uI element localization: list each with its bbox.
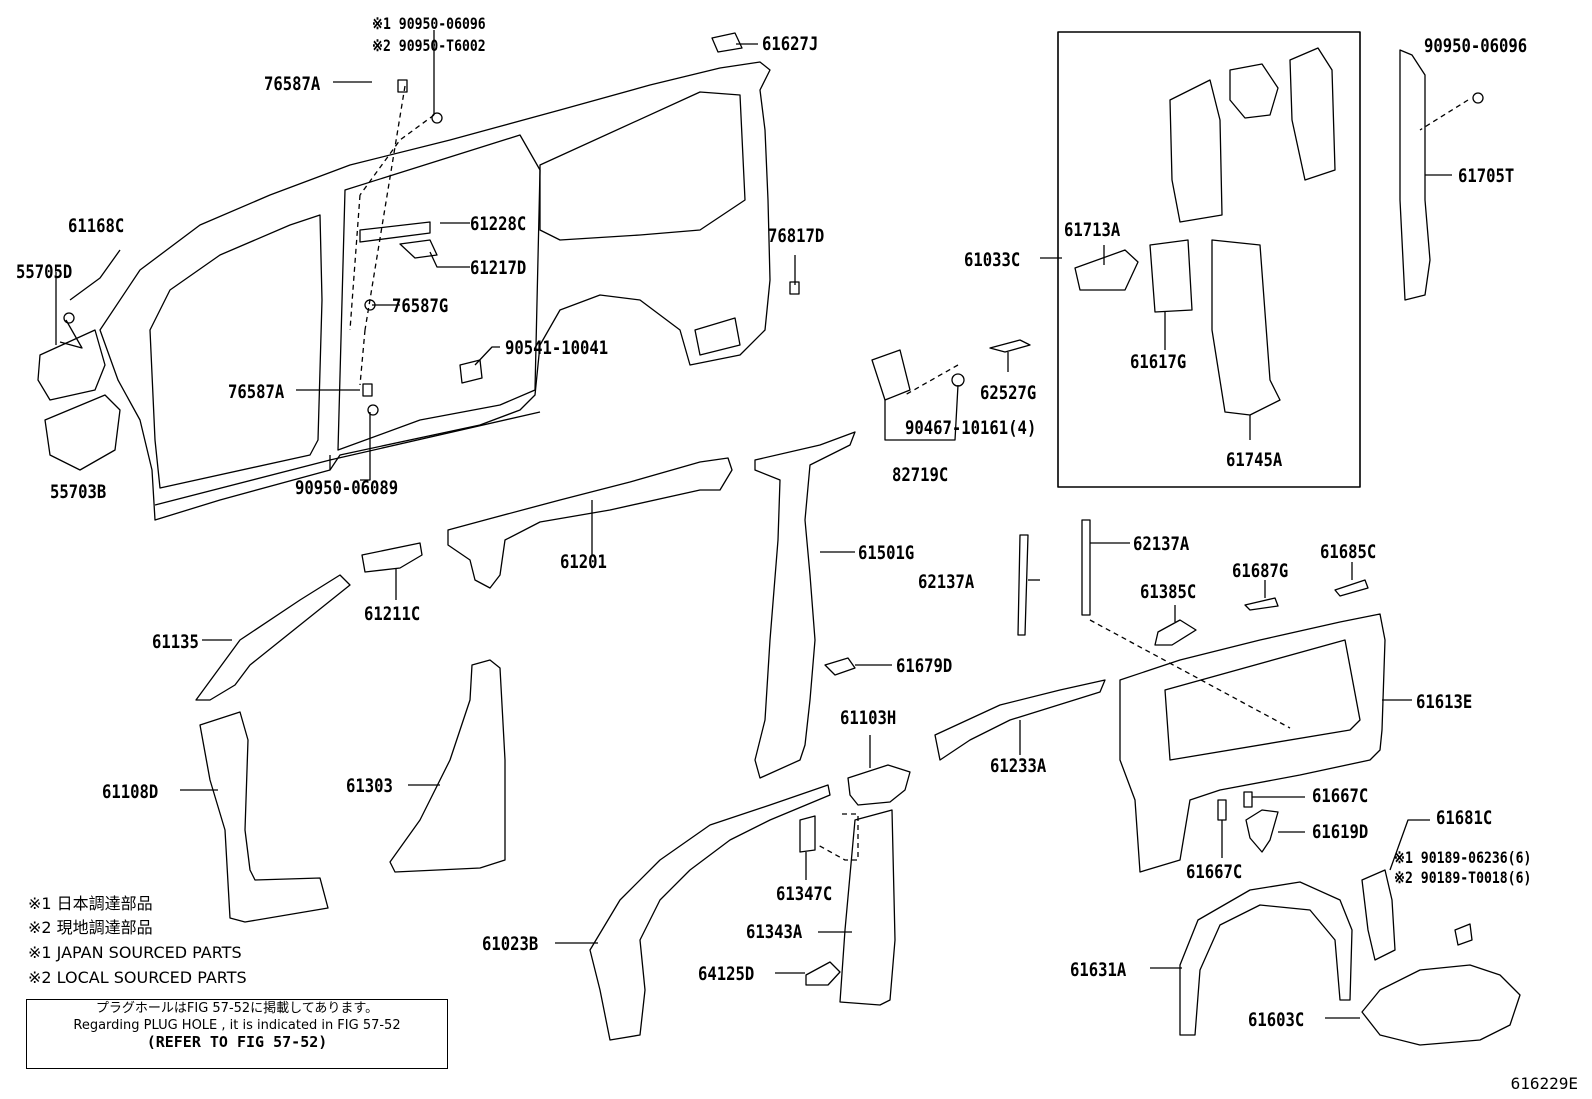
part-label: 61613E [1416, 691, 1473, 713]
part-label: ※2 90189-T0018(6) [1394, 868, 1532, 887]
inset-box [1057, 31, 1361, 488]
part-label: 61627J [762, 33, 819, 55]
part-label: 90541-10041 [505, 337, 609, 359]
part-label: 61685C [1320, 541, 1377, 563]
part-label: 90950-06096 [1424, 35, 1528, 57]
part-label: 61201 [560, 551, 607, 573]
part-label: 76587A [264, 73, 321, 95]
part-label: 61168C [68, 215, 125, 237]
part-label: 76587G [392, 295, 449, 317]
part-label: 61617G [1130, 351, 1187, 373]
part-label: 61705T [1458, 165, 1515, 187]
note-line-3: (REFER TO FIG 57-52) [146, 1033, 328, 1051]
part-label: 76817D [768, 225, 825, 247]
sliding-door-opening [337, 134, 541, 451]
part-label: 61103H [840, 707, 897, 729]
part-label: 61713A [1064, 219, 1121, 241]
quarter-window [539, 91, 746, 241]
note-line-2: Regarding PLUG HOLE , it is indicated in… [73, 1018, 401, 1033]
part-label: 61228C [470, 213, 527, 235]
legend-line: ※1 JAPAN SOURCED PARTS [28, 943, 242, 962]
part-label: 90950-06089 [295, 477, 399, 499]
part-label: 61667C [1312, 785, 1369, 807]
part-label: 61619D [1312, 821, 1369, 843]
part-61201 [447, 457, 733, 589]
part-label: 62527G [980, 382, 1037, 404]
part-label: 55705D [16, 261, 73, 283]
part-label: 61385C [1140, 581, 1197, 603]
part-label: ※1 90950-06096 [372, 14, 486, 33]
part-label: 76587A [228, 381, 285, 403]
part-label: 61687G [1232, 560, 1289, 582]
part-label: 61347C [776, 883, 833, 905]
side-panel-outer [99, 61, 771, 521]
part-label: 61631A [1070, 959, 1127, 981]
front-door-opening [149, 214, 323, 489]
legend-line: ※2 LOCAL SOURCED PARTS [28, 968, 247, 987]
bracket-55703B [44, 394, 121, 471]
legend-line: ※1 日本調達部品 [28, 894, 153, 913]
part-label: 82719C [892, 464, 949, 486]
part-label: 61343A [746, 921, 803, 943]
part-label: 61211C [364, 603, 421, 625]
part-label: 61233A [990, 755, 1047, 777]
part-label: 61217D [470, 257, 527, 279]
part-label: 61603C [1248, 1009, 1305, 1031]
part-label: 61681C [1436, 807, 1493, 829]
part-label: 62137A [1133, 533, 1190, 555]
part-label: 61667C [1186, 861, 1243, 883]
quarter-bottom-detail [694, 317, 741, 356]
part-label: 61745A [1226, 449, 1283, 471]
part-label: 61033C [964, 249, 1021, 271]
part-label: 61501G [858, 542, 915, 564]
figure-code: 616229E [1510, 1074, 1578, 1093]
part-label: ※1 90189-06236(6) [1394, 848, 1532, 867]
part-label: 61023B [482, 933, 539, 955]
legend-line: ※2 現地調達部品 [28, 918, 153, 937]
bracket-55705D [37, 329, 106, 401]
plug-hole-note: プラグホールはFIG 57-52に掲載してあります。 Regarding PLU… [26, 999, 448, 1069]
part-label: 61679D [896, 655, 953, 677]
part-label: 61303 [346, 775, 393, 797]
part-label: 61108D [102, 781, 159, 803]
part-label: 90467-10161(4) [905, 417, 1037, 439]
part-label: ※2 90950-T6002 [372, 36, 486, 55]
part-label: 55703B [50, 481, 107, 503]
part-label: 61135 [152, 631, 199, 653]
part-label: 62137A [918, 571, 975, 593]
note-line-1: プラグホールはFIG 57-52に掲載してあります。 [95, 1001, 379, 1016]
part-label: 64125D [698, 963, 755, 985]
